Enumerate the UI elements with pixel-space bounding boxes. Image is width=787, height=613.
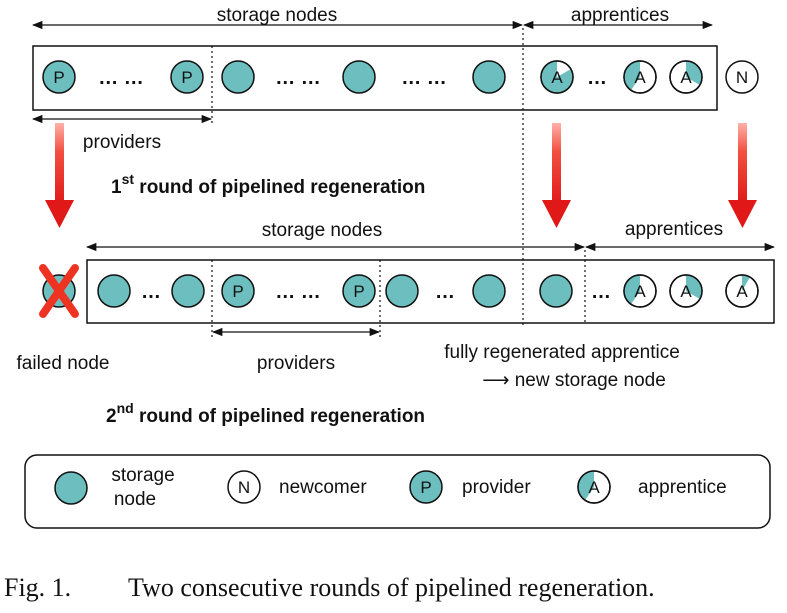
legend-apprentice-swatch: A — [577, 470, 611, 504]
legend-storage-node-label: storage — [111, 465, 174, 486]
ellipsis: … — [141, 281, 161, 303]
ellipsis: … — [591, 281, 611, 303]
apprentice-node: A — [725, 274, 759, 308]
apprentice-node: A — [669, 274, 703, 308]
storage-node — [342, 60, 376, 94]
transition-arrows — [45, 123, 757, 228]
provider-node: P — [342, 274, 376, 308]
storage-node — [97, 274, 131, 308]
failed-x-icon — [39, 264, 79, 318]
svg-text:P: P — [420, 478, 431, 497]
providers-label: providers — [257, 353, 335, 374]
round-2-title: 2nd round of pipelined regeneration — [106, 400, 425, 427]
round-2-node-box — [86, 259, 775, 324]
round-2: storage nodes apprentices … P … … P … — [17, 219, 776, 427]
svg-text:N: N — [238, 478, 250, 497]
red-down-arrow — [728, 123, 757, 228]
legend: storage node N newcomer P provider A app… — [24, 454, 771, 529]
legend-newcomer-swatch: N — [227, 470, 261, 504]
svg-text:A: A — [634, 282, 646, 301]
figure-caption-label: Fig. 1. — [4, 573, 71, 602]
ellipsis: … … — [98, 67, 144, 89]
round-1-title: 1st round of pipelined regeneration — [111, 171, 425, 198]
new-storage-node-label: ⟶ new storage node — [482, 370, 666, 391]
round-1-node-box — [32, 45, 718, 111]
svg-text:P: P — [181, 68, 192, 87]
providers-label: providers — [83, 132, 161, 153]
figure-caption-text: Two consecutive rounds of pipelined rege… — [128, 573, 655, 602]
legend-newcomer-label: newcomer — [279, 477, 367, 498]
failed-node — [39, 264, 79, 318]
svg-text:P: P — [353, 282, 364, 301]
svg-text:A: A — [588, 478, 600, 497]
svg-text:A: A — [736, 282, 748, 301]
ellipsis: … — [587, 67, 607, 89]
storage-node — [221, 60, 255, 94]
provider-node: P — [170, 60, 204, 94]
svg-text:A: A — [551, 68, 563, 87]
apprentice-node: A — [623, 274, 657, 308]
apprentices-label: apprentices — [625, 219, 723, 240]
ellipsis: … … — [275, 281, 321, 303]
legend-apprentice-label: apprentice — [638, 477, 727, 498]
fully-regenerated-label: fully regenerated apprentice — [444, 342, 680, 363]
red-down-arrow — [45, 123, 74, 228]
svg-text:P: P — [53, 68, 64, 87]
svg-text:N: N — [736, 68, 748, 87]
svg-text:A: A — [680, 68, 692, 87]
svg-text:A: A — [680, 282, 692, 301]
provider-node: P — [42, 60, 76, 94]
apprentice-node: A — [540, 60, 574, 94]
storage-node — [472, 274, 506, 308]
storage-node — [472, 60, 506, 94]
round-1: storage nodes apprentices P … … P … … … … — [31, 5, 759, 325]
ellipsis: … … — [401, 67, 447, 89]
ellipsis: … … — [275, 67, 321, 89]
legend-box — [24, 454, 771, 529]
ellipsis: … — [435, 281, 455, 303]
legend-storage-node-swatch — [54, 471, 88, 505]
apprentice-node: A — [669, 60, 703, 94]
red-down-arrow — [542, 123, 571, 228]
storage-nodes-label: storage nodes — [262, 220, 382, 241]
legend-provider-label: provider — [462, 477, 531, 498]
apprentices-label: apprentices — [571, 5, 669, 26]
legend-provider-swatch: P — [409, 470, 443, 504]
legend-storage-node-label-line2: node — [114, 489, 156, 510]
apprentice-node: A — [623, 60, 657, 94]
storage-nodes-label: storage nodes — [217, 5, 337, 26]
failed-node-label: failed node — [17, 353, 110, 374]
storage-node — [539, 274, 573, 308]
svg-text:A: A — [634, 68, 646, 87]
provider-node: P — [221, 274, 255, 308]
newcomer-node: N — [725, 60, 759, 94]
storage-node — [171, 274, 205, 308]
svg-text:P: P — [232, 282, 243, 301]
storage-node — [385, 274, 419, 308]
figure-caption: Fig. 1. Two consecutive rounds of pipelin… — [4, 573, 655, 602]
